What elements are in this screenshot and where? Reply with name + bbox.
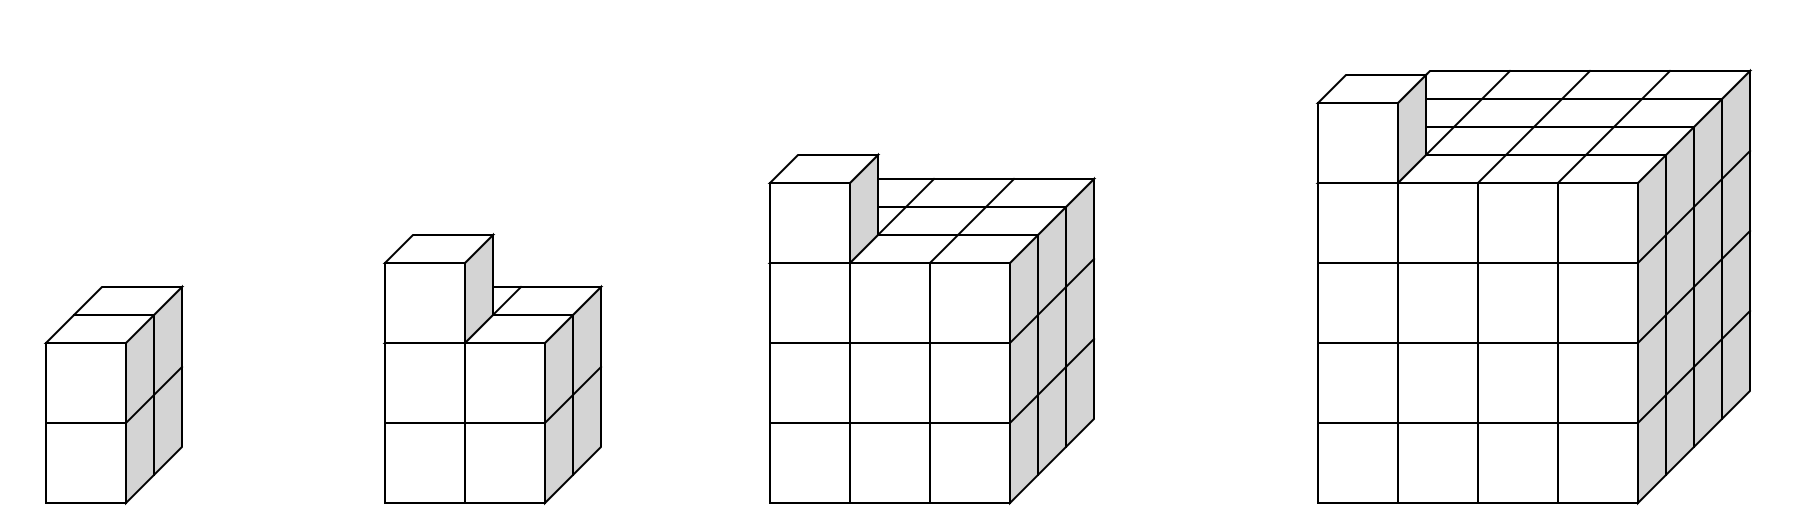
stage-1 [43,284,185,506]
side-height-line [1636,229,1752,345]
front-face [769,262,1011,504]
extra-cube-front [1317,102,1399,184]
side-height-line [543,365,603,425]
side-height-line [124,365,184,425]
side-height-line [1636,149,1752,265]
stage-2 [382,232,604,506]
extra-cube [767,152,881,266]
side-height-line [1008,257,1096,345]
stage-3 [767,152,1097,506]
side-height-line [1636,309,1752,425]
side-height-line [1008,337,1096,425]
extra-cube [382,232,496,346]
extra-cube-front [769,182,851,264]
stage-4 [1315,68,1753,506]
stages-layer [43,68,1753,506]
top-width-line [928,177,1016,265]
extra-cube [1315,72,1429,186]
extra-cube-front [384,262,466,344]
